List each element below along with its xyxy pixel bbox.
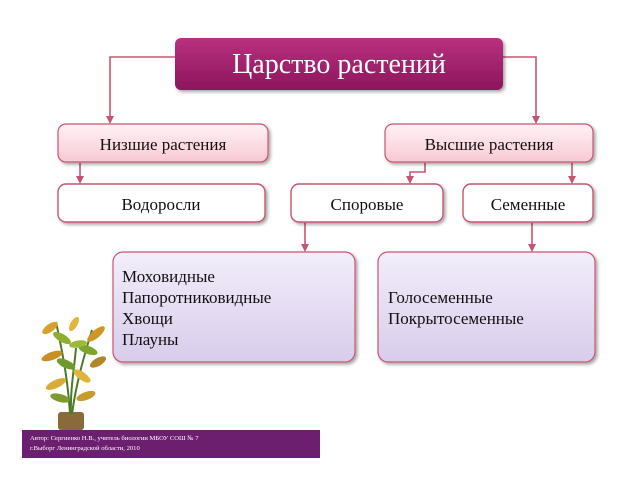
- higher-plants-box: [384, 123, 594, 163]
- title-box: [175, 38, 503, 90]
- spore-list-item: Папоротниковидные: [122, 288, 271, 307]
- title-node: Царство растений: [175, 38, 503, 90]
- spore-list-item: Хвощи: [122, 309, 173, 328]
- spore-list-box: [112, 251, 356, 363]
- lower-plants-node: Низшие растения: [57, 123, 269, 163]
- seed-label: Семенные: [491, 195, 566, 214]
- plant-icon: [41, 316, 107, 430]
- footer-line-2: г.Выборг Ленинградской области, 2010: [30, 445, 140, 452]
- spore-list-item: Моховидные: [122, 267, 215, 286]
- seed-list-item: Покрытосеменные: [388, 309, 524, 328]
- lower-plants-box: [57, 123, 269, 163]
- plant-leaves: [41, 316, 107, 403]
- higher-plants-label: Высшие растения: [425, 135, 554, 154]
- arrow-higher-to-spore: [406, 163, 426, 184]
- spore-box: [290, 183, 444, 223]
- seed-node: Семенные: [462, 183, 594, 223]
- title-text: Царство растений: [232, 49, 446, 80]
- connectors: [76, 56, 576, 252]
- seed-list-box: [377, 251, 596, 363]
- plant-pot: [58, 412, 84, 430]
- arrow-title-to-higher: [503, 56, 540, 124]
- spore-list-node: Моховидные Папоротниковидные Хвощи Плаун…: [112, 251, 356, 363]
- seed-list-item: Голосеменные: [388, 288, 493, 307]
- author-footer: Автор: Сергиенко Н.В., учитель биологии …: [22, 430, 320, 458]
- algae-node: Водоросли: [57, 183, 266, 223]
- spore-list-item: Плауны: [122, 330, 179, 349]
- spore-node: Споровые: [290, 183, 444, 223]
- algae-box: [57, 183, 266, 223]
- algae-label: Водоросли: [121, 195, 200, 214]
- arrow-title-to-lower: [106, 56, 175, 124]
- lower-plants-label: Низшие растения: [100, 135, 227, 154]
- seed-list-node: Голосеменные Покрытосеменные: [377, 251, 596, 363]
- seed-box: [462, 183, 594, 223]
- spore-label: Споровые: [331, 195, 404, 214]
- footer-line-1: Автор: Сергиенко Н.В., учитель биологии …: [30, 435, 199, 442]
- higher-plants-node: Высшие растения: [384, 123, 594, 163]
